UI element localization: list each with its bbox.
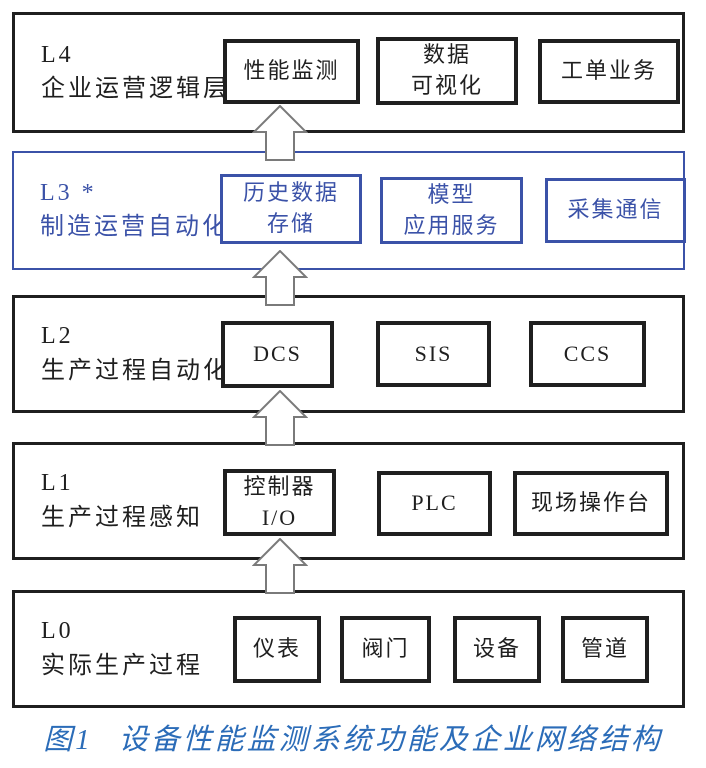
layer-l1: L1 生产过程感知 控制器 I/O PLC 现场操作台 <box>12 442 685 560</box>
box-performance-monitoring-label: 性能监测 <box>243 58 340 84</box>
layer-l3: L3 * 制造运营自动化 历史数据 存储 模型 应用服务 采集通信 <box>12 151 686 270</box>
box-data-visualization: 数据 可视化 <box>376 37 518 105</box>
box-work-order: 工单业务 <box>538 39 680 104</box>
figure-caption-text: 设备性能监测系统功能及企业网络结构 <box>118 724 663 756</box>
box-work-order-label: 工单业务 <box>560 58 657 84</box>
arrow-up-l2-to-l3-icon <box>252 250 308 306</box>
arrow-up-l3-to-l4-icon <box>252 105 308 161</box>
box-sis: SIS <box>376 321 491 387</box>
box-pipeline: 管道 <box>561 616 649 683</box>
layer-l4: L4 企业运营逻辑层 性能监测 数据 可视化 工单业务 <box>12 12 685 133</box>
box-plc: PLC <box>377 471 492 536</box>
box-sis-label: SIS <box>414 340 453 366</box>
arrow-up-l0-to-l1-icon <box>252 538 308 594</box>
box-pipeline-label: 管道 <box>580 636 629 662</box>
box-model-app-service-label: 模型 应用服务 <box>403 181 500 238</box>
box-history-data-storage: 历史数据 存储 <box>220 174 362 244</box>
layer-l4-label: L4 企业运营逻辑层 <box>41 38 230 108</box>
box-dcs: DCS <box>221 321 334 388</box>
layer-l4-code: L4 <box>41 41 74 68</box>
layer-l0-name: 实际生产过程 <box>41 653 203 679</box>
layer-l1-name: 生产过程感知 <box>41 505 203 531</box>
layer-l2-name: 生产过程自动化 <box>41 358 230 384</box>
box-ccs-label: CCS <box>563 340 612 366</box>
layer-l3-name: 制造运营自动化 <box>40 214 229 241</box>
layer-l1-label: L1 生产过程感知 <box>41 466 203 536</box>
box-plc-label: PLC <box>411 490 458 516</box>
layer-l2-label: L2 生产过程自动化 <box>41 319 230 389</box>
layer-l2: L2 生产过程自动化 DCS SIS CCS <box>12 295 685 413</box>
layer-l3-code: L3 * <box>40 179 97 206</box>
box-performance-monitoring: 性能监测 <box>223 39 360 104</box>
layer-l0-code: L0 <box>41 618 74 645</box>
layer-l0: L0 实际生产过程 仪表 阀门 设备 管道 <box>12 590 685 708</box>
figure-caption: 图1 设备性能监测系统功能及企业网络结构 <box>0 716 706 758</box>
box-instrument-label: 仪表 <box>252 636 301 662</box>
box-field-console-label: 现场操作台 <box>530 490 651 516</box>
box-equipment: 设备 <box>453 616 541 683</box>
box-model-app-service: 模型 应用服务 <box>380 177 523 244</box>
box-field-console: 现场操作台 <box>513 471 669 536</box>
layer-l2-code: L2 <box>41 323 74 350</box>
box-controller-io-label: 控制器 I/O <box>243 473 316 530</box>
box-history-data-storage-label: 历史数据 存储 <box>242 180 339 236</box>
figure-caption-number: 图1 <box>43 724 93 756</box>
layer-l3-label: L3 * 制造运营自动化 <box>40 176 229 246</box>
layer-l0-label: L0 实际生产过程 <box>41 614 203 684</box>
box-ccs: CCS <box>529 321 646 387</box>
arrow-up-l1-to-l2-icon <box>252 390 308 446</box>
box-dcs-label: DCS <box>253 341 302 367</box>
box-acquisition-communication-label: 采集通信 <box>567 197 664 223</box>
box-valve-label: 阀门 <box>361 636 410 662</box>
layer-l4-name: 企业运营逻辑层 <box>41 76 230 103</box>
box-acquisition-communication: 采集通信 <box>545 178 686 243</box>
box-valve: 阀门 <box>340 616 431 683</box>
box-controller-io: 控制器 I/O <box>223 469 336 536</box>
box-instrument: 仪表 <box>233 616 321 683</box>
box-data-visualization-label: 数据 可视化 <box>410 42 483 98</box>
layer-l1-code: L1 <box>41 470 74 497</box>
box-equipment-label: 设备 <box>472 636 521 662</box>
